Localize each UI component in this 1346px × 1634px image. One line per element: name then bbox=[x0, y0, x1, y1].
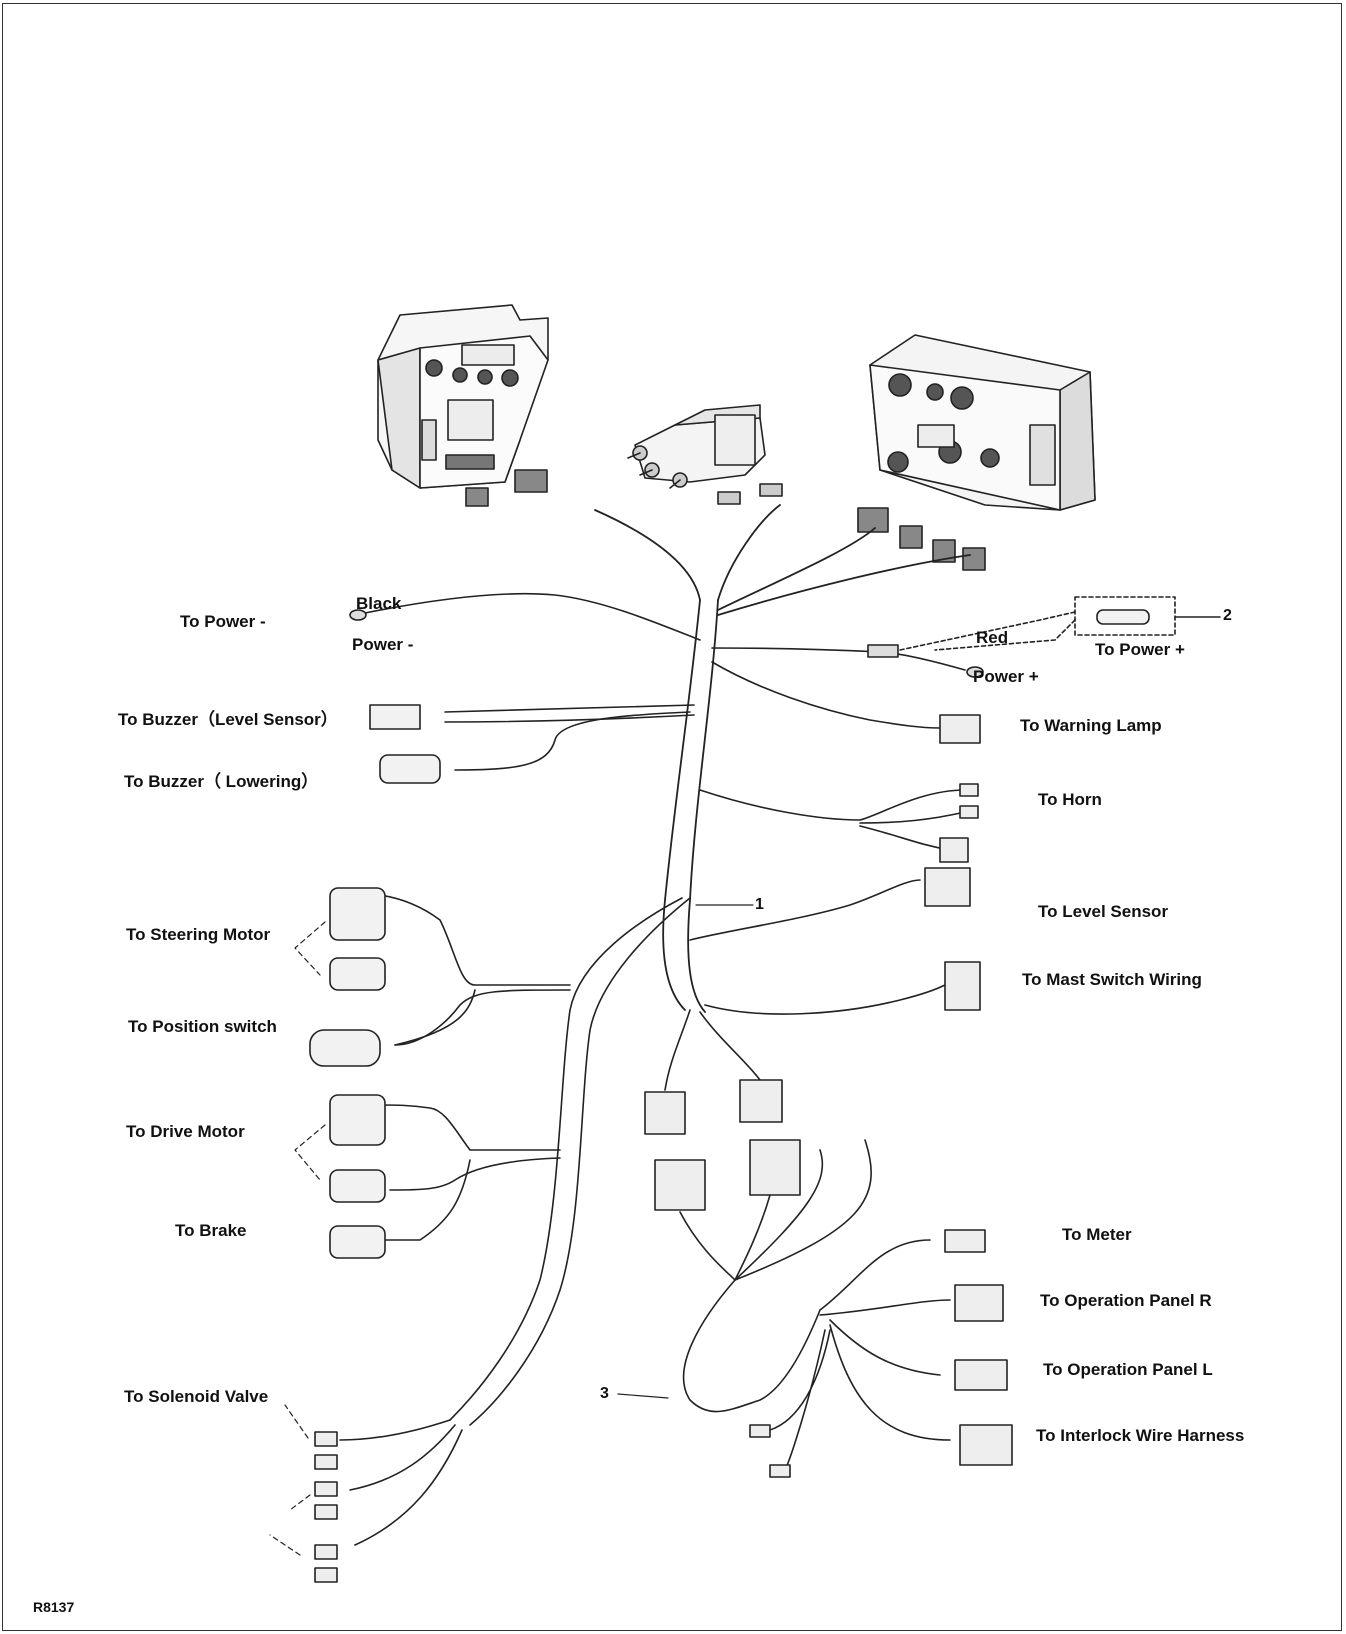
center-valve-icon bbox=[627, 404, 766, 489]
label-buzzer-lowering: To Buzzer（ Lowering） bbox=[124, 772, 319, 791]
label-operation-panel-r: To Operation Panel R bbox=[1040, 1291, 1212, 1310]
figure-code: R8137 bbox=[33, 1599, 75, 1615]
label-interlock-harness: To Interlock Wire Harness bbox=[1036, 1426, 1245, 1445]
label-horn: To Horn bbox=[1038, 790, 1102, 809]
label-level-sensor: To Level Sensor bbox=[1038, 902, 1169, 921]
label-black: Black bbox=[356, 594, 402, 613]
label-power-plus: Power + bbox=[973, 667, 1039, 686]
label-power-minus: Power - bbox=[352, 635, 414, 654]
label-red: Red bbox=[976, 628, 1009, 647]
right-branches bbox=[644, 644, 1013, 1478]
diagram-frame bbox=[2, 3, 1342, 1631]
label-mast-switch: To Mast Switch Wiring bbox=[1022, 970, 1202, 989]
callout-3: 3 bbox=[600, 1385, 609, 1402]
controller-connectors bbox=[465, 469, 986, 571]
label-operation-panel-l: To Operation Panel L bbox=[1043, 1360, 1213, 1379]
label-position-switch: To Position switch bbox=[128, 1017, 277, 1036]
main-trunk bbox=[594, 504, 971, 1013]
callout-1: 1 bbox=[755, 896, 764, 913]
left-branches bbox=[309, 592, 701, 1583]
label-brake: To Brake bbox=[175, 1221, 247, 1240]
label-to-power-plus: To Power + bbox=[1095, 640, 1185, 659]
left-controller-icon bbox=[377, 304, 549, 489]
label-meter: To Meter bbox=[1062, 1225, 1132, 1244]
callout-2: 2 bbox=[1223, 607, 1232, 624]
label-buzzer-level-sensor: To Buzzer（Level Sensor） bbox=[118, 710, 338, 729]
label-solenoid-valve: To Solenoid Valve bbox=[124, 1387, 269, 1406]
fuse-icon bbox=[899, 596, 1221, 651]
right-controller-icon bbox=[869, 334, 1096, 511]
label-steering-motor: To Steering Motor bbox=[126, 925, 271, 944]
label-to-power-neg: To Power - bbox=[180, 612, 266, 631]
callout-leaders bbox=[269, 904, 754, 1556]
label-warning-lamp: To Warning Lamp bbox=[1020, 716, 1162, 735]
label-drive-motor: To Drive Motor bbox=[126, 1122, 245, 1141]
